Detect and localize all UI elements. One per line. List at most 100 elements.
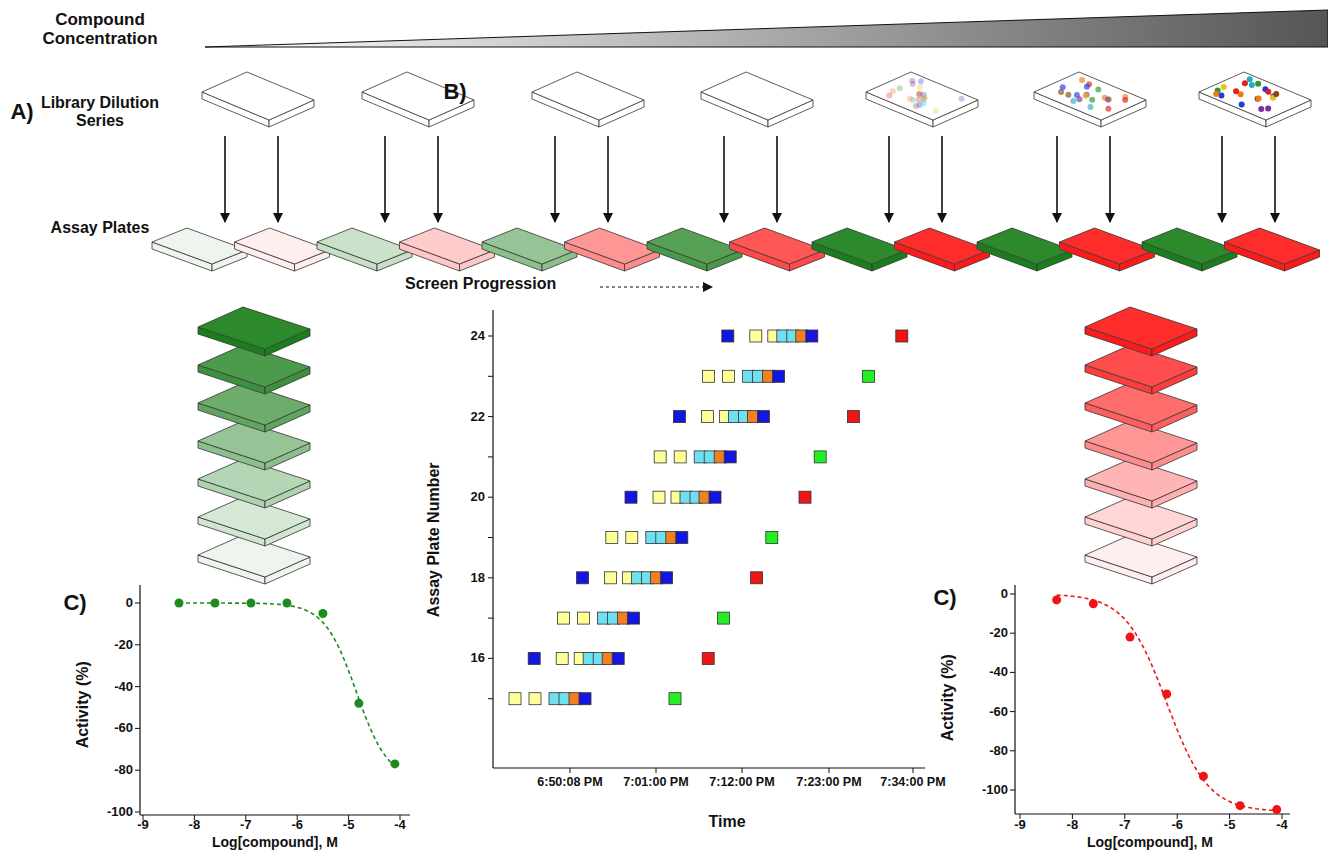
tick-mark: [488, 658, 493, 659]
figure-label: 7:01:00 PM: [623, 776, 688, 790]
compound-dot: [1076, 96, 1082, 102]
transfer-arrow: [723, 136, 725, 222]
tick-mark: [1010, 633, 1015, 634]
transfer-arrow: [607, 136, 609, 222]
tick-mark: [135, 728, 140, 729]
plate-base: [701, 72, 813, 120]
data-point: [282, 599, 291, 608]
figure-label: -100: [107, 805, 133, 819]
plate-face: [202, 72, 314, 120]
figure-label: Library Dilution Series: [33, 94, 168, 129]
compound-dot: [1122, 97, 1128, 103]
tick-mark: [488, 698, 493, 699]
library-plate: [1199, 72, 1311, 127]
assay-plate: [235, 228, 330, 271]
plate-base: [812, 228, 907, 264]
figure-label: Screen Progression: [405, 275, 556, 293]
tick-mark: [656, 768, 657, 773]
figure-label: -40: [114, 680, 133, 694]
compound-dot: [1213, 91, 1219, 97]
figure-label: Activity (%): [939, 654, 957, 741]
figure-label: 7:34:00 PM: [880, 776, 945, 790]
compound-dot: [933, 108, 939, 114]
tick-mark: [1010, 672, 1015, 673]
compound-dot: [921, 100, 927, 106]
figure-label: -6: [291, 818, 303, 832]
event-square: [673, 411, 685, 423]
event-square: [723, 370, 735, 382]
progression-arrow: [600, 286, 712, 287]
event-square: [896, 330, 908, 342]
compound-dot: [1095, 86, 1101, 92]
event-square: [627, 612, 639, 624]
tick-mark: [1010, 750, 1015, 751]
tick-mark: [1010, 594, 1015, 595]
figure-label: Log[compound], M: [212, 835, 338, 850]
stacked-plate: [198, 307, 310, 356]
event-square: [702, 652, 714, 664]
assay-plate: [565, 228, 660, 271]
axis-line: [139, 585, 140, 815]
assay-plate: [1142, 228, 1237, 271]
data-point: [1272, 805, 1281, 814]
figure-label: 22: [471, 410, 485, 424]
compound-dot: [1247, 76, 1253, 82]
data-point: [1089, 599, 1098, 608]
figure-label: -7: [240, 818, 252, 832]
plate-face: [565, 228, 660, 264]
compound-dot: [886, 93, 892, 99]
transfer-arrow: [437, 136, 439, 222]
plate-base: [1034, 92, 1101, 127]
library-plate: [362, 72, 474, 127]
figure-label: B): [443, 80, 466, 104]
event-square: [579, 693, 591, 705]
figure-label: -9: [1014, 818, 1026, 832]
event-square: [612, 652, 624, 664]
library-plate: [866, 72, 978, 127]
plate-base: [362, 72, 474, 120]
event-square: [676, 532, 688, 544]
assay-plate: [977, 228, 1072, 271]
figure-label: -7: [1119, 818, 1131, 832]
event-square: [509, 693, 521, 705]
compound-dot: [1060, 84, 1066, 90]
tick-mark: [135, 686, 140, 687]
library-plate: [1034, 72, 1146, 127]
event-square: [717, 612, 729, 624]
figure-label: -6: [1171, 818, 1183, 832]
plate-face: [647, 228, 742, 264]
event-square: [577, 572, 589, 584]
event-square: [606, 532, 618, 544]
assay-plate: [895, 228, 990, 271]
data-point: [174, 599, 183, 608]
compound-dot: [1258, 106, 1264, 112]
plate-face: [895, 228, 990, 264]
plate-face: [1225, 228, 1320, 264]
compound-dot: [1239, 101, 1245, 107]
tick-mark: [570, 768, 571, 773]
event-square: [863, 370, 875, 382]
figure-label: -5: [1224, 818, 1236, 832]
plate-face: [866, 72, 978, 120]
plate-base: [1060, 228, 1155, 264]
plate-face: [701, 72, 813, 120]
assay-plate: [730, 228, 825, 271]
figure-label: -100: [982, 783, 1008, 797]
event-square: [724, 451, 736, 463]
figure-label: -60: [114, 721, 133, 735]
figure-label: -80: [114, 763, 133, 777]
transfer-arrow: [1221, 136, 1223, 222]
library-plate: [701, 72, 813, 127]
compound-dot: [907, 96, 913, 102]
plate-base: [198, 307, 310, 349]
figure-label: 24: [471, 329, 485, 343]
figure-label: -4: [394, 818, 406, 832]
compound-dot: [1082, 93, 1088, 99]
tick-mark: [488, 577, 493, 578]
assay-plate: [812, 228, 907, 271]
assay-plate: [152, 228, 247, 271]
plate-face: [1085, 307, 1197, 349]
figure-label: A): [10, 100, 33, 124]
